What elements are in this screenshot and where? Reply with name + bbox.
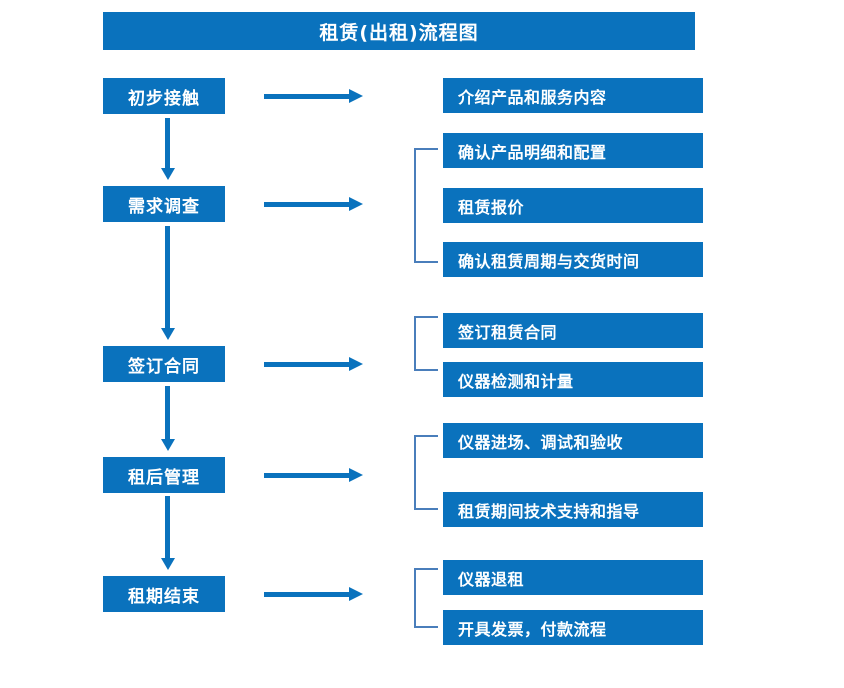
detail-box-2[interactable]: 确认产品明细和配置 (443, 133, 703, 168)
stage-box-4[interactable]: 租后管理 (103, 457, 225, 493)
vertical-arrow-2 (160, 226, 176, 342)
vertical-arrow-4 (160, 496, 176, 572)
detail-box-6[interactable]: 仪器检测和计量 (443, 362, 703, 397)
stage-box-3[interactable]: 签订合同 (103, 346, 225, 382)
group-bracket-1 (414, 148, 438, 263)
group-bracket-4 (414, 568, 438, 628)
stage-box-2[interactable]: 需求调查 (103, 186, 225, 222)
stage-box-1[interactable]: 初步接触 (103, 78, 225, 114)
page-title: 租赁(出租)流程图 (103, 12, 695, 50)
vertical-arrow-1 (160, 118, 176, 182)
group-bracket-2 (414, 316, 438, 371)
detail-box-8[interactable]: 租赁期间技术支持和指导 (443, 492, 703, 527)
group-bracket-3 (414, 435, 438, 510)
vertical-arrow-3 (160, 386, 176, 453)
stage-box-5[interactable]: 租期结束 (103, 576, 225, 612)
horizontal-arrow-2 (264, 196, 364, 212)
horizontal-arrow-1 (264, 88, 364, 104)
detail-box-4[interactable]: 确认租赁周期与交货时间 (443, 242, 703, 277)
detail-box-10[interactable]: 开具发票，付款流程 (443, 610, 703, 645)
detail-box-5[interactable]: 签订租赁合同 (443, 313, 703, 348)
horizontal-arrow-3 (264, 356, 364, 372)
horizontal-arrow-4 (264, 467, 364, 483)
detail-box-3[interactable]: 租赁报价 (443, 188, 703, 223)
detail-box-7[interactable]: 仪器进场、调试和验收 (443, 423, 703, 458)
detail-box-9[interactable]: 仪器退租 (443, 560, 703, 595)
horizontal-arrow-5 (264, 586, 364, 602)
detail-box-1[interactable]: 介绍产品和服务内容 (443, 78, 703, 113)
